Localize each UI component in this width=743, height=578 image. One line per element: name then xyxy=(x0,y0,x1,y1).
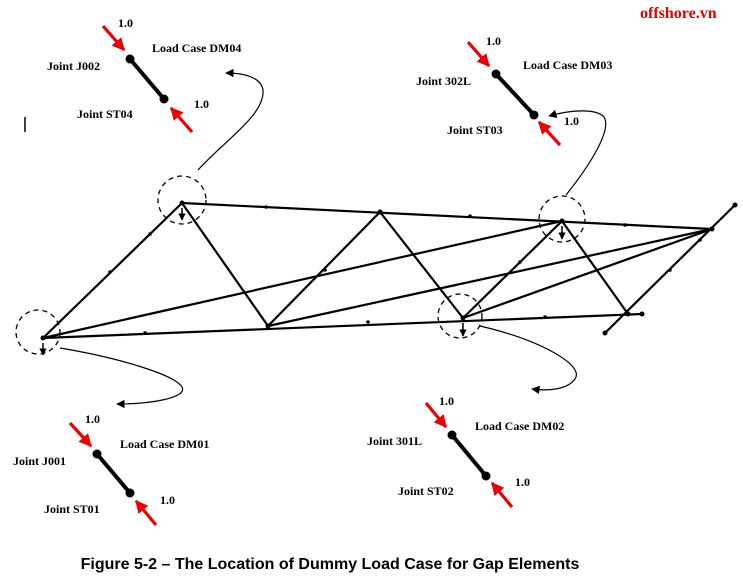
load-case-label: Load Case DM02 xyxy=(475,419,564,433)
force-label-bottom: 1.0 xyxy=(564,114,579,128)
truss-node xyxy=(377,209,383,215)
joint-dot xyxy=(125,54,135,64)
brace-member xyxy=(461,227,714,320)
top-chord xyxy=(180,201,714,231)
brace-member xyxy=(41,219,564,340)
force-label-bottom: 1.0 xyxy=(160,493,175,507)
joint-label-top: Joint J002 xyxy=(47,59,100,73)
gap-location-circle-dm04 xyxy=(157,175,207,225)
force-arrow-bottom xyxy=(490,481,514,509)
force-label-top: 1.0 xyxy=(439,394,454,408)
truss-node xyxy=(518,260,522,264)
joint-dot xyxy=(481,471,491,481)
callout-arrow-dm01 xyxy=(59,347,184,409)
truss-structure xyxy=(39,200,738,356)
truss-node xyxy=(625,311,631,317)
gap-element-bar xyxy=(450,433,488,478)
truss-node xyxy=(143,331,147,335)
truss-node xyxy=(602,330,608,336)
gap-location-circle-dm03 xyxy=(538,195,586,243)
truss-node xyxy=(559,218,565,224)
joint-dot xyxy=(159,94,169,104)
gap-element-bar xyxy=(95,452,132,495)
force-arrow-top xyxy=(101,24,126,52)
joint-dot xyxy=(92,449,102,459)
truss-node xyxy=(40,335,46,341)
truss-node xyxy=(108,270,112,274)
joint-dot xyxy=(447,430,457,440)
truss-node xyxy=(179,200,185,206)
callout-arrow-dm04 xyxy=(197,68,264,171)
truss-node xyxy=(709,226,715,232)
load-case-label: Load Case DM04 xyxy=(152,41,241,55)
force-arrow-top xyxy=(424,401,448,429)
truss-node xyxy=(366,320,370,324)
gap-detail-dm01: 1.0 Load Case DM01 Joint J001 1.0 Joint … xyxy=(13,412,209,527)
force-arrow-top xyxy=(68,421,93,448)
brace-member xyxy=(266,227,714,328)
force-arrow-top xyxy=(466,40,491,68)
force-arrow-bottom xyxy=(537,120,562,147)
force-arrow-bottom xyxy=(169,106,194,134)
joint-dot xyxy=(529,110,539,120)
gap-detail-dm03: 1.0 Load Case DM03 Joint 302L 1.0 Joint … xyxy=(416,34,612,147)
gap-element-bar xyxy=(494,72,536,117)
figure-caption: Figure 5-2 – The Location of Dummy Load … xyxy=(80,556,580,573)
force-label-top: 1.0 xyxy=(118,16,133,30)
truss-node xyxy=(623,223,627,227)
gap-detail-dm04: 1.0 Load Case DM04 Joint J002 1.0 Joint … xyxy=(47,16,241,134)
truss-node xyxy=(698,238,702,242)
truss-node xyxy=(543,315,547,319)
joint-label-bottom: Joint ST02 xyxy=(398,484,454,498)
joint-dot xyxy=(491,69,501,79)
callout-arrow-dm02 xyxy=(479,325,577,395)
callout-arrow-dm03 xyxy=(548,109,607,196)
truss-node xyxy=(323,268,327,272)
force-arrow-bottom xyxy=(134,499,158,527)
web-member xyxy=(560,219,630,316)
watermark-text: offshore.vn xyxy=(640,5,717,22)
truss-node xyxy=(639,311,645,317)
load-case-label: Load Case DM03 xyxy=(523,58,612,72)
web-member xyxy=(180,201,270,328)
joint-label-bottom: Joint ST03 xyxy=(447,123,503,137)
truss-node xyxy=(264,205,268,209)
force-label-top: 1.0 xyxy=(85,412,100,426)
truss-node xyxy=(468,214,472,218)
joint-label-top: Joint J001 xyxy=(13,454,66,468)
gap-location-circle-dm01 xyxy=(15,309,61,355)
joint-label-top: Joint 301L xyxy=(367,434,422,448)
truss-node xyxy=(148,232,152,236)
load-case-label: Load Case DM01 xyxy=(120,437,209,451)
gap-location-circle-dm02 xyxy=(437,293,483,339)
force-label-top: 1.0 xyxy=(486,34,501,48)
joint-label-top: Joint 302L xyxy=(416,74,471,88)
joint-label-bottom: Joint ST01 xyxy=(44,502,100,516)
bottom-chord xyxy=(41,312,644,340)
truss-node xyxy=(732,202,738,208)
joint-dot xyxy=(125,488,135,498)
gap-detail-dm02: 1.0 Load Case DM02 Joint 301L 1.0 Joint … xyxy=(367,394,564,509)
web-member xyxy=(461,219,564,320)
left-end-member xyxy=(41,201,184,340)
force-label-bottom: 1.0 xyxy=(194,97,209,111)
force-label-bottom: 1.0 xyxy=(515,475,530,489)
gap-element-bar xyxy=(128,57,166,101)
truss-node xyxy=(668,268,672,272)
joint-label-bottom: Joint ST04 xyxy=(77,107,133,121)
truss-node xyxy=(460,315,466,321)
truss-node xyxy=(265,323,271,329)
web-member xyxy=(378,210,465,320)
